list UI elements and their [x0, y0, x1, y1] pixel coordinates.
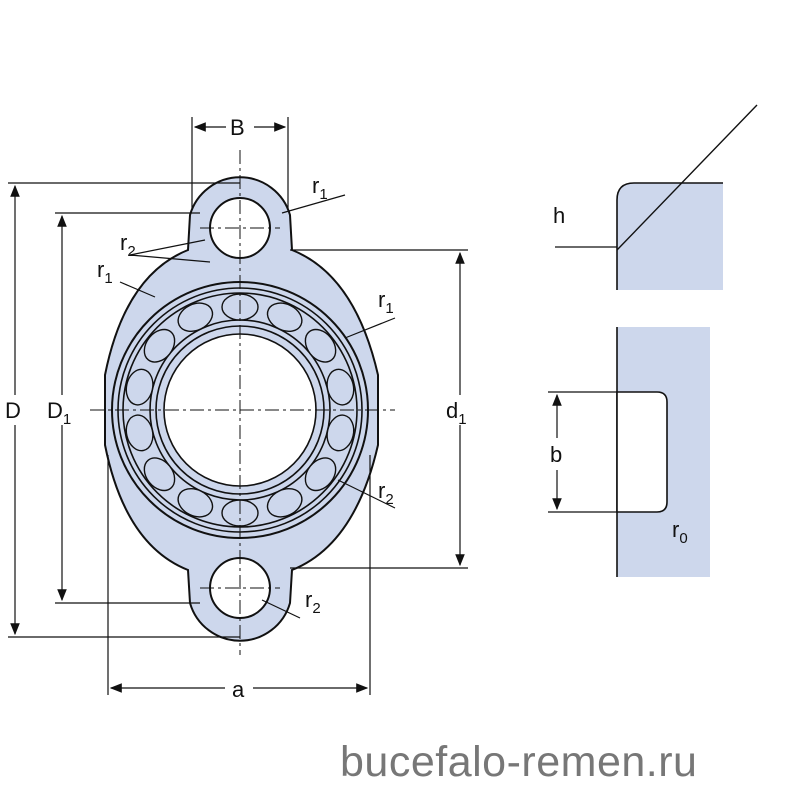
rolling-element: [266, 302, 303, 332]
rolling-element: [125, 368, 154, 406]
rolling-element: [143, 328, 176, 363]
label-D1: D1: [47, 398, 71, 428]
rolling-element: [143, 457, 176, 492]
label-B: B: [230, 115, 245, 140]
label-d1: d1: [446, 398, 467, 428]
label-a: a: [232, 677, 245, 702]
chamfer-detail: [555, 104, 758, 290]
label-r2-left: r2: [120, 230, 136, 260]
dimension-lines: [8, 117, 468, 695]
rolling-element: [304, 328, 337, 363]
label-D: D: [5, 398, 21, 423]
rolling-element: [125, 414, 154, 452]
label-r1-right: r1: [378, 287, 394, 317]
rolling-element: [326, 414, 355, 452]
watermark: bucefalo-remen.ru: [340, 738, 698, 786]
label-r1-top: r1: [312, 173, 328, 203]
label-b: b: [550, 442, 562, 467]
rolling-element: [326, 368, 355, 406]
label-h: h: [553, 203, 565, 228]
rolling-element: [177, 302, 214, 332]
rolling-element: [304, 457, 337, 492]
label-r2-right: r2: [378, 478, 394, 508]
rolling-elements: [125, 293, 355, 527]
center-lines: [90, 150, 395, 655]
rolling-element: [177, 488, 214, 518]
rolling-element: [266, 488, 303, 518]
label-r0: r0: [672, 517, 688, 547]
label-r1-left: r1: [97, 257, 113, 287]
slot-detail: [548, 327, 710, 577]
label-r2-bottom: r2: [305, 587, 321, 617]
